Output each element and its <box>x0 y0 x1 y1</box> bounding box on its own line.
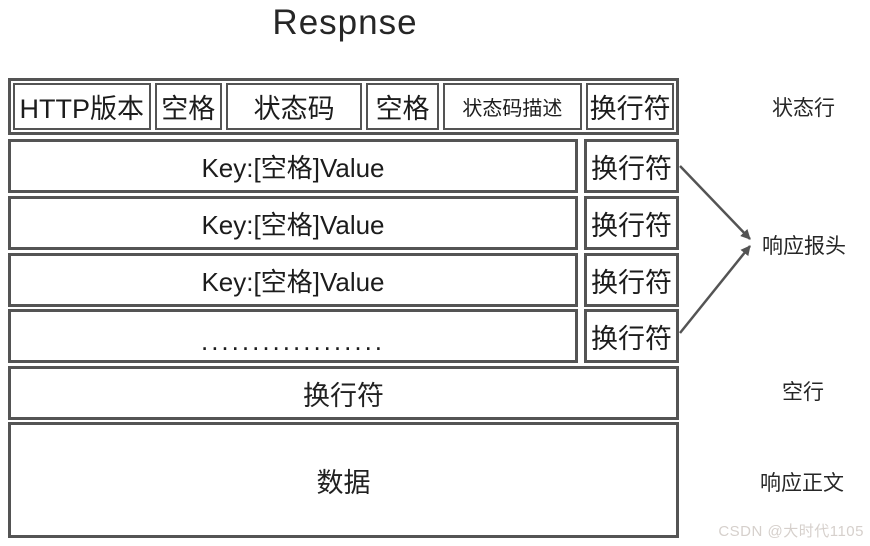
cell-status-description: 状态码描述 <box>442 83 583 130</box>
converging-arrows-icon <box>679 165 751 334</box>
blank-line-row: 换行符 <box>8 366 679 420</box>
label-blank-line: 空行 <box>782 381 824 404</box>
header-ellipsis: .................. <box>8 309 578 363</box>
label-response-headers: 响应报头 <box>762 235 846 258</box>
header-row-2: Key:[空格]Value 换行符 <box>8 196 679 250</box>
diagram-title: Respnse <box>272 3 418 42</box>
header-row-1: Key:[空格]Value 换行符 <box>8 139 679 193</box>
header-newline-cell: 换行符 <box>584 139 679 193</box>
header-row-3: Key:[空格]Value 换行符 <box>8 253 679 307</box>
header-newline-cell: 换行符 <box>584 309 679 363</box>
status-line-row: HTTP版本 空格 状态码 空格 状态码描述 换行符 <box>8 78 679 135</box>
header-newline-cell: 换行符 <box>584 253 679 307</box>
label-response-body: 响应正文 <box>760 472 844 495</box>
header-newline-cell: 换行符 <box>584 196 679 250</box>
cell-http-version: HTTP版本 <box>13 83 151 130</box>
header-key-value: Key:[空格]Value <box>8 253 578 307</box>
header-row-ellipsis: .................. 换行符 <box>8 309 679 363</box>
header-key-value: Key:[空格]Value <box>8 139 578 193</box>
body-row: 数据 <box>8 422 679 538</box>
header-key-value: Key:[空格]Value <box>8 196 578 250</box>
label-status-line: 状态行 <box>772 97 835 120</box>
csdn-watermark: CSDN @大时代1105 <box>718 523 864 540</box>
cell-space-2: 空格 <box>366 83 439 130</box>
cell-newline: 换行符 <box>586 83 674 130</box>
cell-status-code: 状态码 <box>225 83 363 130</box>
cell-space-1: 空格 <box>154 83 222 130</box>
